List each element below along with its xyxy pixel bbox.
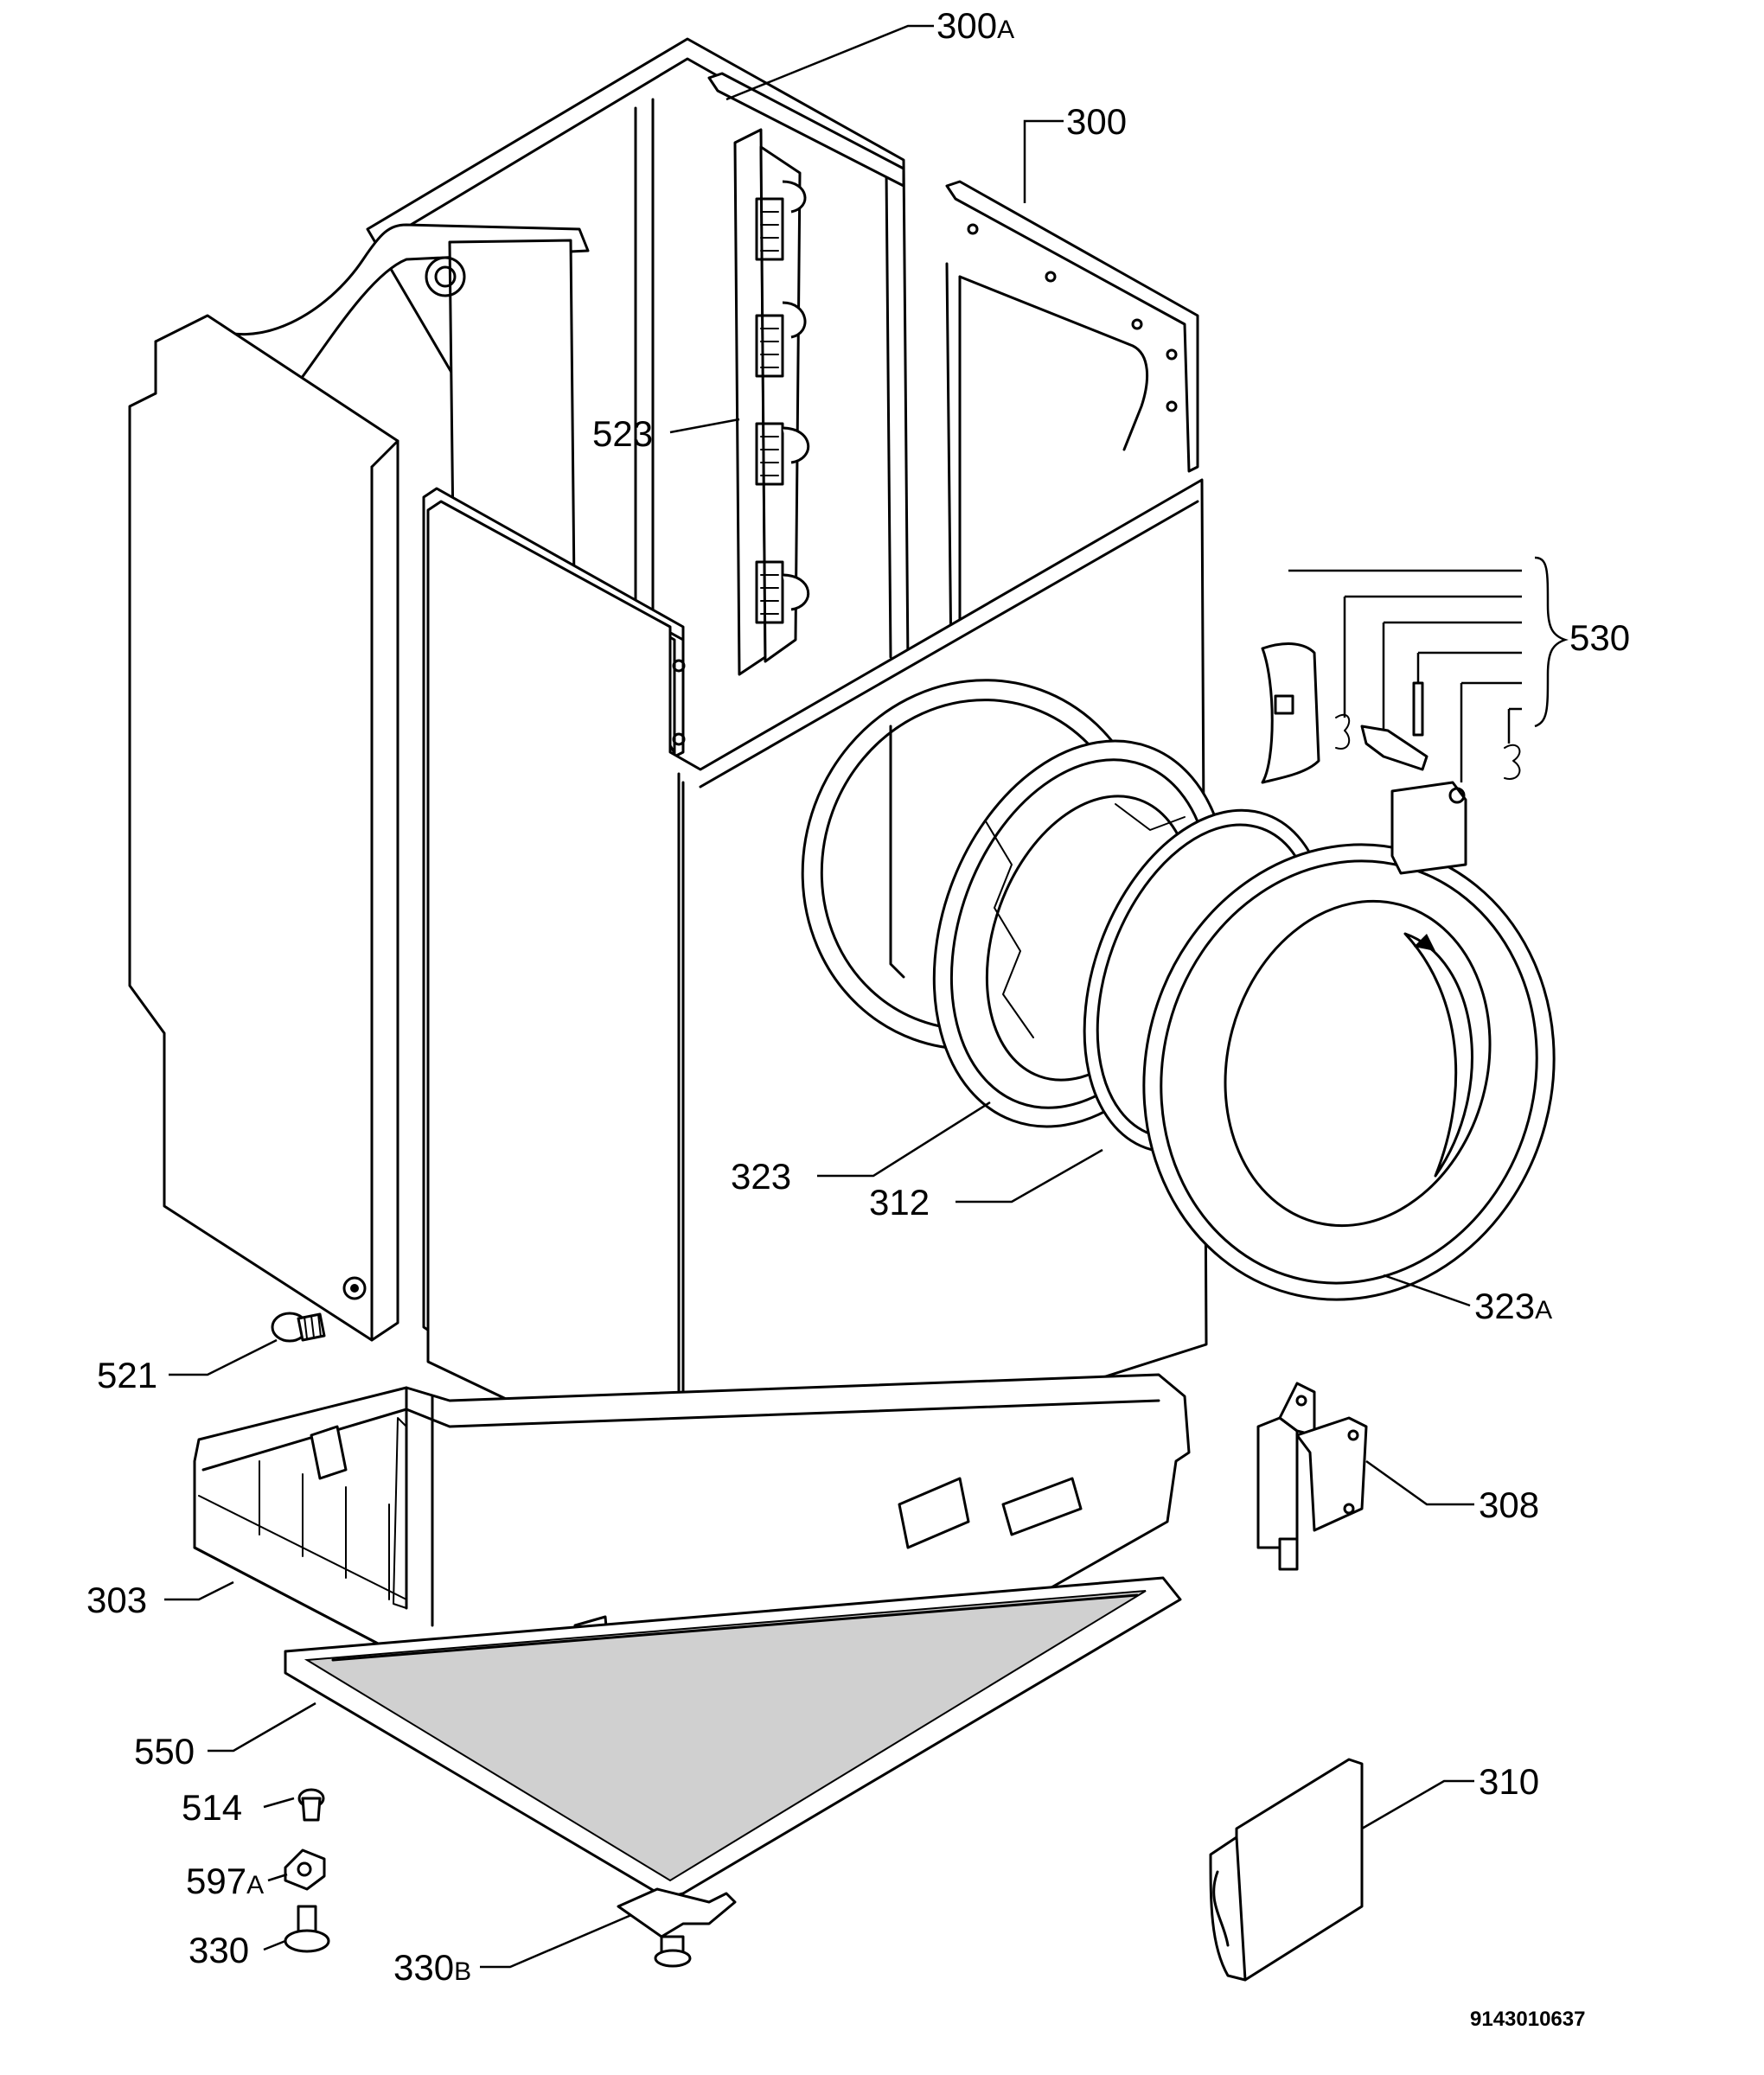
leader-597a <box>267 1873 288 1882</box>
label-521: 521 <box>97 1355 157 1395</box>
leader-530-2 <box>1343 595 1522 718</box>
front-cabinet <box>426 478 1212 1506</box>
leader-300 <box>1023 119 1064 203</box>
left-side-panel <box>128 314 399 1342</box>
label-514: 514 <box>182 1787 242 1828</box>
label-330b: 330B <box>393 1947 471 1988</box>
rail-523 <box>733 128 810 676</box>
screw-521 <box>271 1312 326 1343</box>
door-hinge-308 <box>1256 1382 1368 1571</box>
label-530: 530 <box>1569 617 1630 658</box>
callout-labels: 300A 300 523 530 323 312 323A 521 308 30… <box>86 5 1630 2031</box>
label-323a: 323A <box>1474 1286 1552 1326</box>
leader-550 <box>208 1702 316 1753</box>
label-310: 310 <box>1479 1761 1539 1802</box>
label-300: 300 <box>1066 101 1127 142</box>
leader-530-5 <box>1460 681 1522 782</box>
leader-323a <box>1383 1274 1471 1307</box>
leader-530-4 <box>1416 651 1522 683</box>
leader-323 <box>817 1101 991 1178</box>
leader-330 <box>263 1939 286 1951</box>
leader-514 <box>263 1797 295 1809</box>
label-550: 550 <box>134 1731 195 1772</box>
label-323: 323 <box>731 1156 791 1197</box>
leader-303 <box>164 1580 234 1601</box>
screw-514 <box>297 1788 325 1822</box>
label-330: 330 <box>189 1930 249 1970</box>
label-523: 523 <box>592 413 653 454</box>
door-lock-kit-530 <box>1261 642 1521 875</box>
leader-330b <box>480 1913 632 1969</box>
leader-300a <box>725 24 934 101</box>
foot-bracket-330b <box>617 1887 737 1968</box>
nut-597a <box>284 1848 326 1891</box>
cover-310 <box>1209 1758 1364 1982</box>
leader-308 <box>1365 1459 1474 1506</box>
leader-523 <box>669 418 740 434</box>
leader-lines <box>164 24 1569 1969</box>
base-plate-550 <box>284 1576 1182 1899</box>
leader-521 <box>169 1338 278 1376</box>
leader-312 <box>956 1148 1103 1204</box>
brace-530 <box>1534 556 1569 728</box>
leader-310 <box>1361 1779 1474 1830</box>
document-code: 9143010637 <box>1470 2008 1585 2031</box>
leader-530-3 <box>1382 621 1522 731</box>
label-597a: 597A <box>186 1861 264 1901</box>
label-308: 308 <box>1479 1484 1539 1525</box>
leader-530-6 <box>1507 707 1522 744</box>
foot-330 <box>284 1905 330 1953</box>
label-312: 312 <box>869 1182 930 1223</box>
label-303: 303 <box>86 1580 147 1620</box>
door-assembly-323a <box>1142 843 1556 1301</box>
label-300a: 300A <box>936 5 1014 46</box>
